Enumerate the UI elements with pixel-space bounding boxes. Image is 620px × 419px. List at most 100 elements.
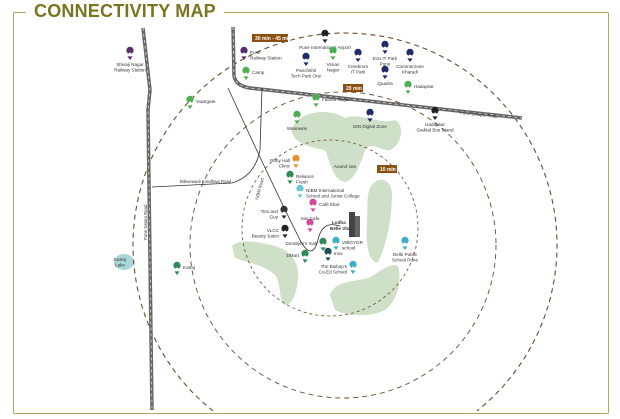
- place-label-hadapsar-bus: Hadapsar: [425, 122, 445, 127]
- project-name-line1: Lodha: [332, 220, 346, 225]
- place-label-cerebrum: IT Park: [351, 70, 366, 75]
- badge-10-min: 10 min: [377, 165, 397, 173]
- ring-inner: [241, 139, 419, 317]
- place-label-anand-van: Anand Van: [334, 164, 357, 169]
- place-label-nibm-school: NIBM International: [306, 188, 344, 193]
- pin-dot: [298, 190, 302, 194]
- pin-dot: [368, 114, 372, 118]
- pin-dot: [303, 255, 307, 259]
- green-parks: [114, 112, 402, 316]
- place-label-commerzone: Commerzone: [396, 64, 424, 69]
- pin-dot: [282, 211, 286, 215]
- major-roads: [141, 26, 523, 411]
- place-label-viman-nagar: Nagar: [327, 68, 340, 73]
- place-label-bishops: The Bishop's: [321, 264, 348, 269]
- place-label-camp: Camp: [252, 70, 265, 75]
- place-label-cafe: Café Elixir: [319, 202, 340, 207]
- road-pune-satara-line: [142, 27, 153, 411]
- place-label-wanowrie: Wanowrie: [287, 126, 308, 131]
- place-label-viman-nagar: Viman: [327, 62, 340, 67]
- place-label-toni-guy: Guy: [270, 215, 279, 220]
- pin-dot: [351, 266, 355, 270]
- place-label-idn: IDN Digital Zone: [353, 124, 387, 129]
- place-label-airport: Pune International Airport: [299, 45, 352, 50]
- park-east: [366, 179, 392, 263]
- pin-dot: [326, 253, 330, 257]
- place-label-toni-guy: Toni and: [261, 209, 279, 214]
- place-label-dps: School Pune: [392, 258, 418, 263]
- place-label-hadapsar: Hadapsar: [414, 84, 434, 89]
- place-label-dmart: DMart: [286, 253, 299, 258]
- pin-dot: [321, 243, 325, 247]
- place-label-shivaji-nagar: Railway Station: [114, 68, 146, 73]
- place-label-inox: Inox: [334, 251, 343, 256]
- park-anand-van: [291, 112, 402, 182]
- ring-outer: [132, 32, 558, 411]
- place-label-iran-cafe: Iran Cafe: [301, 216, 320, 221]
- pin-dot: [188, 101, 192, 105]
- road-nibm: [227, 87, 341, 252]
- place-label-katraj-lake: Katraj: [114, 257, 126, 262]
- road-label-nibm: NIBM Road: [254, 177, 265, 200]
- park-southwest: [232, 241, 299, 305]
- project-name-line2: Belle Vita: [330, 226, 351, 231]
- pin-dot: [403, 242, 407, 246]
- road-bibwewadi: [151, 87, 263, 188]
- place-label-ruby-hall: Clinic: [279, 164, 291, 169]
- place-label-pune-railway: Railway Station: [250, 56, 282, 61]
- place-label-shivaji-nagar: Shivaji Nagar: [116, 62, 144, 67]
- page-title: CONNECTIVITY MAP: [26, 0, 224, 22]
- place-label-swargate: Swargate: [196, 99, 216, 104]
- place-label-nibm-school: School and Junior College: [306, 194, 360, 199]
- park-southeast: [330, 265, 400, 316]
- place-label-panchshil: Panchshil: [296, 68, 316, 73]
- place-label-eon: Eon IT Park: [373, 56, 398, 61]
- place-label-vibgyor: school: [342, 246, 355, 251]
- badge-20-min: 20 min: [343, 84, 363, 92]
- place-label-dorabjee: Dorabjee's mall: [285, 241, 317, 246]
- pin-dot: [383, 46, 387, 50]
- place-label-hadapsar-bus: Gadital Bus Stand: [416, 128, 453, 133]
- pin-dot: [311, 204, 315, 208]
- minor-roads: [151, 87, 341, 252]
- pin-dot: [334, 242, 338, 246]
- pin-dot: [323, 35, 327, 39]
- pin-dot: [288, 176, 292, 180]
- place-label-cerebrum: Cerebrum: [348, 64, 369, 69]
- place-label-katraj-lake: Lake: [115, 263, 125, 268]
- pin-dot: [304, 58, 308, 62]
- road-pune-solapur-line: [232, 26, 523, 119]
- pin-dot: [356, 54, 360, 58]
- place-label-eon: Pune: [380, 62, 391, 67]
- place-label-panchshil: Tech Park One: [291, 74, 322, 79]
- place-label-fatima-nagar: Fatima Nagar: [322, 97, 350, 102]
- pin-dot: [314, 99, 318, 103]
- place-label-reliance: Reliance: [296, 174, 314, 179]
- place-label-commerzone: Kharadi: [402, 70, 418, 75]
- place-label-vlcc: Beauty Salon: [252, 234, 280, 239]
- pin-dot: [408, 54, 412, 58]
- svg-text:20 min: 20 min: [346, 86, 362, 92]
- road-label-pune-solapur: Pune-Solapur Road: [460, 110, 499, 119]
- katraj-lake-water: [114, 254, 134, 270]
- pin-dot: [295, 116, 299, 120]
- pin-dot: [128, 52, 132, 56]
- place-label-quadra: Quadra: [377, 81, 393, 86]
- pin-dot: [406, 86, 410, 90]
- place-label-dps: Delhi Public: [393, 252, 418, 257]
- project-tower-icon: [349, 212, 360, 237]
- place-label-ruby-hall: Ruby Hall: [270, 158, 290, 163]
- pin-dot: [294, 160, 298, 164]
- svg-text:30 min - 45 min: 30 min - 45 min: [255, 36, 291, 42]
- pin-dot: [244, 72, 248, 76]
- svg-text:10 min: 10 min: [380, 167, 396, 173]
- pin-dot: [175, 267, 179, 271]
- place-label-vlcc: VLCC: [267, 228, 280, 233]
- pin-dot: [331, 52, 335, 56]
- place-label-vibgyor: VIBGYOR: [342, 240, 364, 245]
- map-frame: [13, 12, 609, 414]
- place-label-pune-railway: Pune: [250, 50, 261, 55]
- pin-dot: [283, 230, 287, 234]
- pin-dot: [308, 224, 312, 228]
